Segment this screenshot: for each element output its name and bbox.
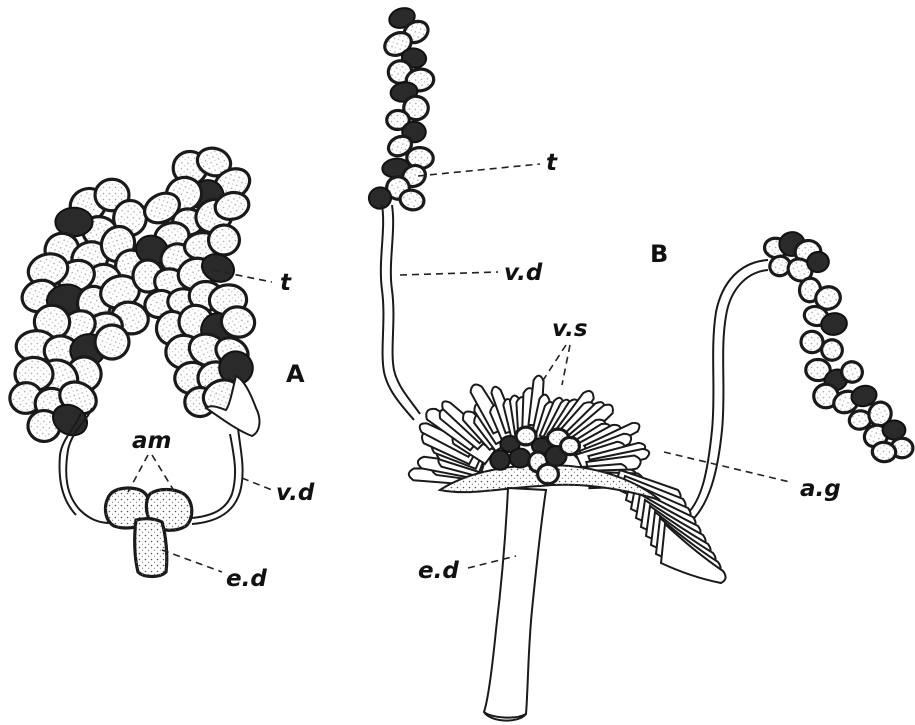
label-b-vs: v.s: [552, 316, 588, 342]
panel-b-left-vas-deferens: [381, 205, 414, 420]
panel-a-right-vas-deferens-inner: [192, 434, 235, 518]
panel-b-left-testis: [367, 5, 435, 212]
panel-b-right-vas-deferens: [682, 260, 768, 518]
label-a-t: t: [280, 270, 292, 296]
leader-a-ed: [162, 550, 222, 572]
panel-b-right-testis: [763, 231, 913, 463]
leader-a-vd: [242, 478, 272, 490]
leader-a-am-left: [128, 455, 148, 492]
panel-b-ejaculatory-duct: [484, 488, 546, 721]
label-a-vd: v.d: [276, 480, 315, 506]
accessory-gland-lobe-stipple: [518, 428, 535, 443]
label-a-ed: e.d: [226, 566, 267, 592]
panel-b-seminal-vesicles: [409, 376, 726, 583]
label-b-ed: e.d: [418, 558, 459, 584]
label-panel-b: B: [650, 240, 668, 268]
accessory-gland-lobe: [490, 450, 510, 470]
accessory-gland-lobe: [510, 448, 531, 467]
label-a-am: am: [132, 428, 172, 454]
label-b-ag: a.g: [800, 476, 841, 502]
leader-b-vd: [400, 272, 498, 275]
panel-a-left-testis: [8, 179, 154, 443]
leader-b-t: [418, 164, 540, 176]
accessory-gland-lobe-stipple: [539, 466, 557, 483]
panel-b: [367, 5, 913, 721]
label-panel-a: A: [286, 360, 305, 388]
panel-a-ejaculatory-duct-shade: [135, 519, 167, 577]
leader-b-vs-left: [540, 345, 566, 385]
label-b-t: t: [546, 150, 558, 176]
accessory-gland-lobe-stipple: [562, 439, 578, 454]
leader-b-vs-right: [562, 345, 570, 385]
panel-b-left-vas-deferens-inner: [391, 205, 420, 414]
panel-a-right-testis: [132, 144, 257, 417]
panel-a: [8, 144, 260, 576]
panel-b-right-vas-deferens-inner: [688, 270, 768, 524]
label-b-vd: v.d: [504, 260, 543, 286]
leader-b-ag: [664, 452, 790, 482]
